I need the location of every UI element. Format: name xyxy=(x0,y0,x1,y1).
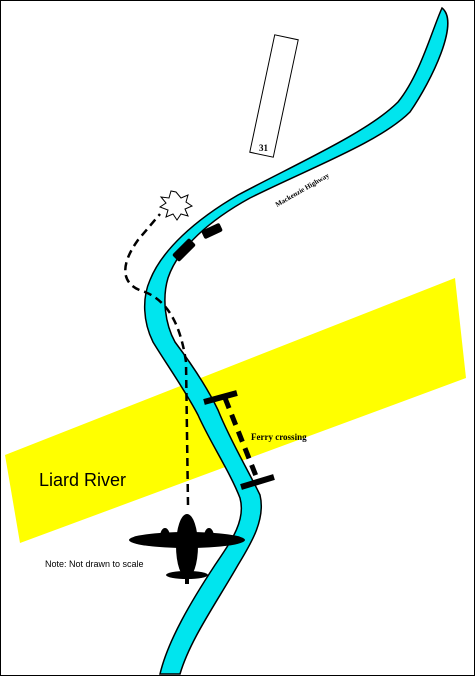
ferry-dock-north xyxy=(203,390,238,405)
scale-note: Note: Not drawn to scale xyxy=(45,559,144,569)
vehicle-icon xyxy=(172,238,196,262)
runway-label: 31 xyxy=(259,143,269,153)
explosion-icon xyxy=(158,190,194,221)
ferry-route xyxy=(222,397,261,482)
runway-31 xyxy=(249,34,299,158)
ferry-label: Ferry crossing xyxy=(251,432,307,442)
vehicle-icon xyxy=(201,223,223,239)
liard-river-band xyxy=(5,278,466,543)
ferry-dock-south xyxy=(240,474,275,490)
river-label: Liard River xyxy=(39,470,126,490)
flight-path xyxy=(124,213,190,506)
airplane-icon xyxy=(129,514,245,584)
mackenzie-highway-road xyxy=(143,6,449,675)
